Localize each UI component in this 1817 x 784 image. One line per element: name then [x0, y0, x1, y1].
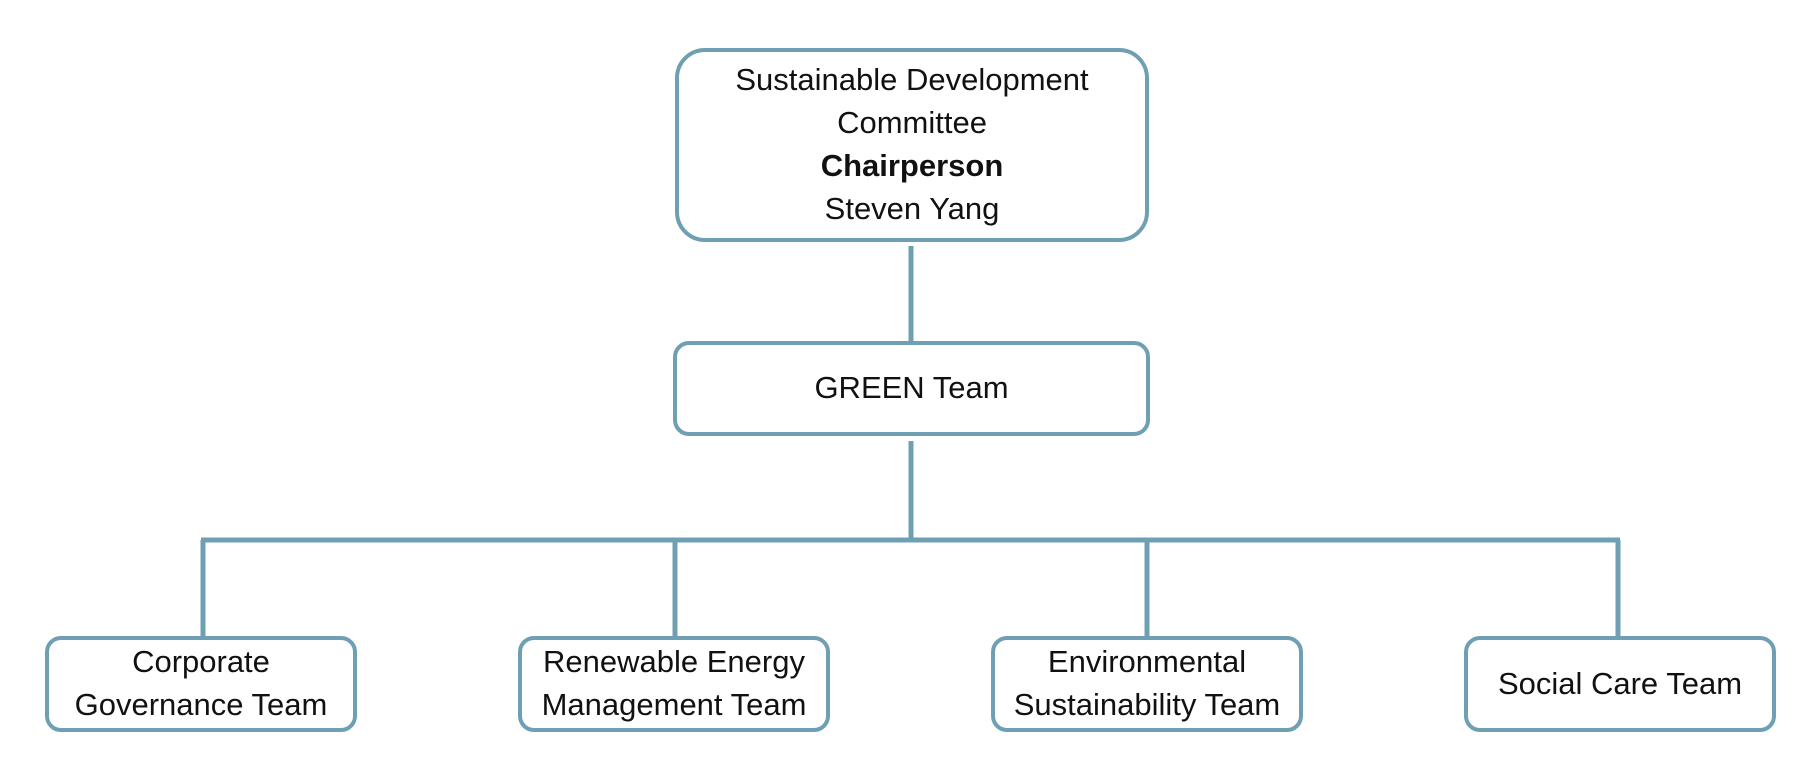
- green-team-label: GREEN Team: [814, 370, 1009, 406]
- renewable-energy-management-team-node: Renewable Energy Management Team: [518, 636, 830, 732]
- team-label-line1: Social Care Team: [1497, 665, 1743, 701]
- team-label-line1: Corporate: [132, 644, 270, 680]
- committee-person: Steven Yang: [824, 190, 1000, 226]
- team-label-line2: Sustainability Team: [1013, 687, 1281, 722]
- committee-name-line1: Sustainable Development: [735, 62, 1089, 98]
- committee-name-line2: Committee: [837, 105, 987, 141]
- team-label-line2: Governance Team: [74, 687, 328, 722]
- corporate-governance-team-node: Corporate Governance Team: [45, 636, 357, 732]
- environmental-sustainability-team-node: Environmental Sustainability Team: [991, 636, 1303, 732]
- team-label-line1: Renewable Energy: [543, 644, 805, 680]
- sustainable-development-committee-node: Sustainable Development Committee Chairp…: [675, 48, 1149, 242]
- social-care-team-node: Social Care Team: [1464, 636, 1776, 732]
- green-team-node: GREEN Team: [673, 341, 1150, 436]
- team-label-line1: Environmental: [1047, 644, 1247, 680]
- team-label-line2: Management Team: [541, 687, 807, 722]
- committee-role: Chairperson: [820, 148, 1004, 183]
